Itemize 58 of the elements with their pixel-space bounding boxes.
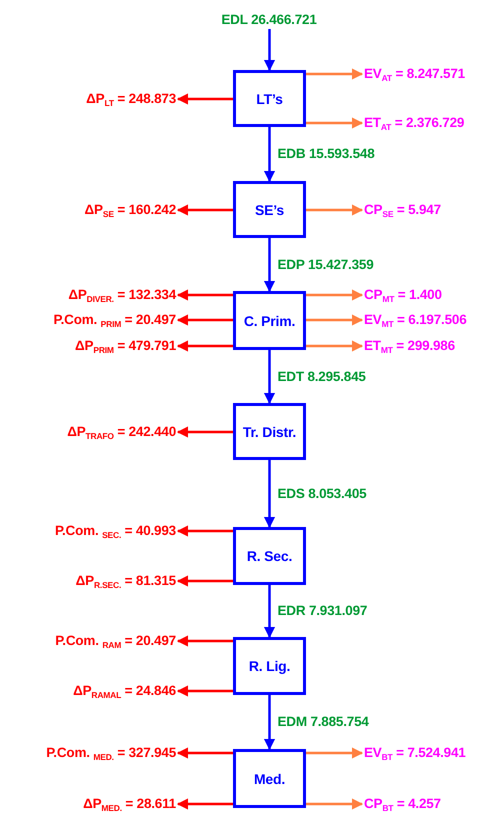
- process-box: Med.: [233, 749, 306, 808]
- flow-value: ΔP$_{LT}$ = 248.873: [86, 90, 176, 108]
- flow-value: CP$_{SE}$ = 5.947: [364, 201, 441, 219]
- arrow: [176, 426, 233, 438]
- arrow: [176, 289, 233, 301]
- arrow: [306, 340, 364, 352]
- arrow: [176, 575, 233, 587]
- flow-value: ΔP$_{SE}$ = 160.242: [84, 201, 176, 219]
- arrow: [264, 350, 276, 404]
- arrow: [264, 460, 276, 528]
- arrow: [264, 585, 276, 638]
- arrow: [176, 747, 233, 759]
- flow-value: P.Com. $_{PRIM}$ = 20.497: [54, 311, 176, 329]
- arrow: [306, 798, 364, 810]
- flow-value: ΔP$_{DIVER.}$ = 132.334: [68, 286, 176, 304]
- flow-value: ET$_{MT}$ = 299.986: [364, 337, 455, 355]
- process-box: SE’s: [233, 181, 306, 238]
- arrow: [264, 695, 276, 750]
- edge-label: EDP 15.427.359: [276, 256, 376, 272]
- arrow: [306, 117, 364, 129]
- arrow: [264, 127, 276, 182]
- flow-value: EDL 26.466.721: [221, 11, 317, 29]
- arrow: [176, 93, 233, 105]
- arrow: [264, 29, 276, 72]
- process-box: Tr. Distr.: [233, 403, 306, 460]
- process-box: R. Sec.: [233, 527, 306, 585]
- flow-value: EV$_{AT}$ = 8.247.571: [364, 65, 465, 83]
- arrow: [176, 685, 233, 697]
- flow-value: ΔP$_{RAMAL}$ = 24.846: [73, 682, 176, 700]
- flow-value: ΔP$_{R.SEC.}$ = 81.315: [76, 572, 176, 590]
- flow-value: ΔP$_{MED.}$ = 28.611: [83, 795, 176, 813]
- arrow: [176, 314, 233, 326]
- flow-value: CP$_{MT}$ = 1.400: [364, 286, 442, 304]
- flow-value: EV$_{MT}$ = 6.197.506: [364, 311, 467, 329]
- flow-value: P.Com. $_{SEC.}$ = 40.993: [54, 522, 176, 540]
- arrow: [264, 238, 276, 292]
- flow-value: P.Com. $_{MED.}$ = 327.945: [46, 744, 176, 762]
- process-box: C. Prim.: [233, 291, 306, 350]
- arrow: [306, 204, 364, 216]
- flow-value: ET$_{AT}$ = 2.376.729: [364, 114, 464, 132]
- flow-value: ΔP$_{PRIM}$ = 479.791: [75, 337, 176, 355]
- arrow: [306, 314, 364, 326]
- flow-value: P.Com. $_{RAM}$ = 20.497: [55, 632, 176, 650]
- flow-value: ΔP$_{TRAFO}$ = 242.440: [67, 423, 176, 441]
- flow-value: CP$_{BT}$ = 4.257: [364, 795, 441, 813]
- arrow: [306, 68, 364, 80]
- process-box: R. Lig.: [233, 637, 306, 695]
- edge-label: EDS 8.053.405: [276, 486, 368, 502]
- arrow: [176, 204, 233, 216]
- edge-label: EDT 8.295.845: [276, 368, 368, 384]
- arrow: [306, 289, 364, 301]
- process-box: LT’s: [233, 70, 306, 127]
- arrow: [176, 798, 233, 810]
- arrow: [176, 340, 233, 352]
- arrow: [176, 525, 233, 537]
- flow-value: EV$_{BT}$ = 7.524.941: [364, 744, 466, 762]
- arrow: [306, 747, 364, 759]
- arrow: [176, 635, 233, 647]
